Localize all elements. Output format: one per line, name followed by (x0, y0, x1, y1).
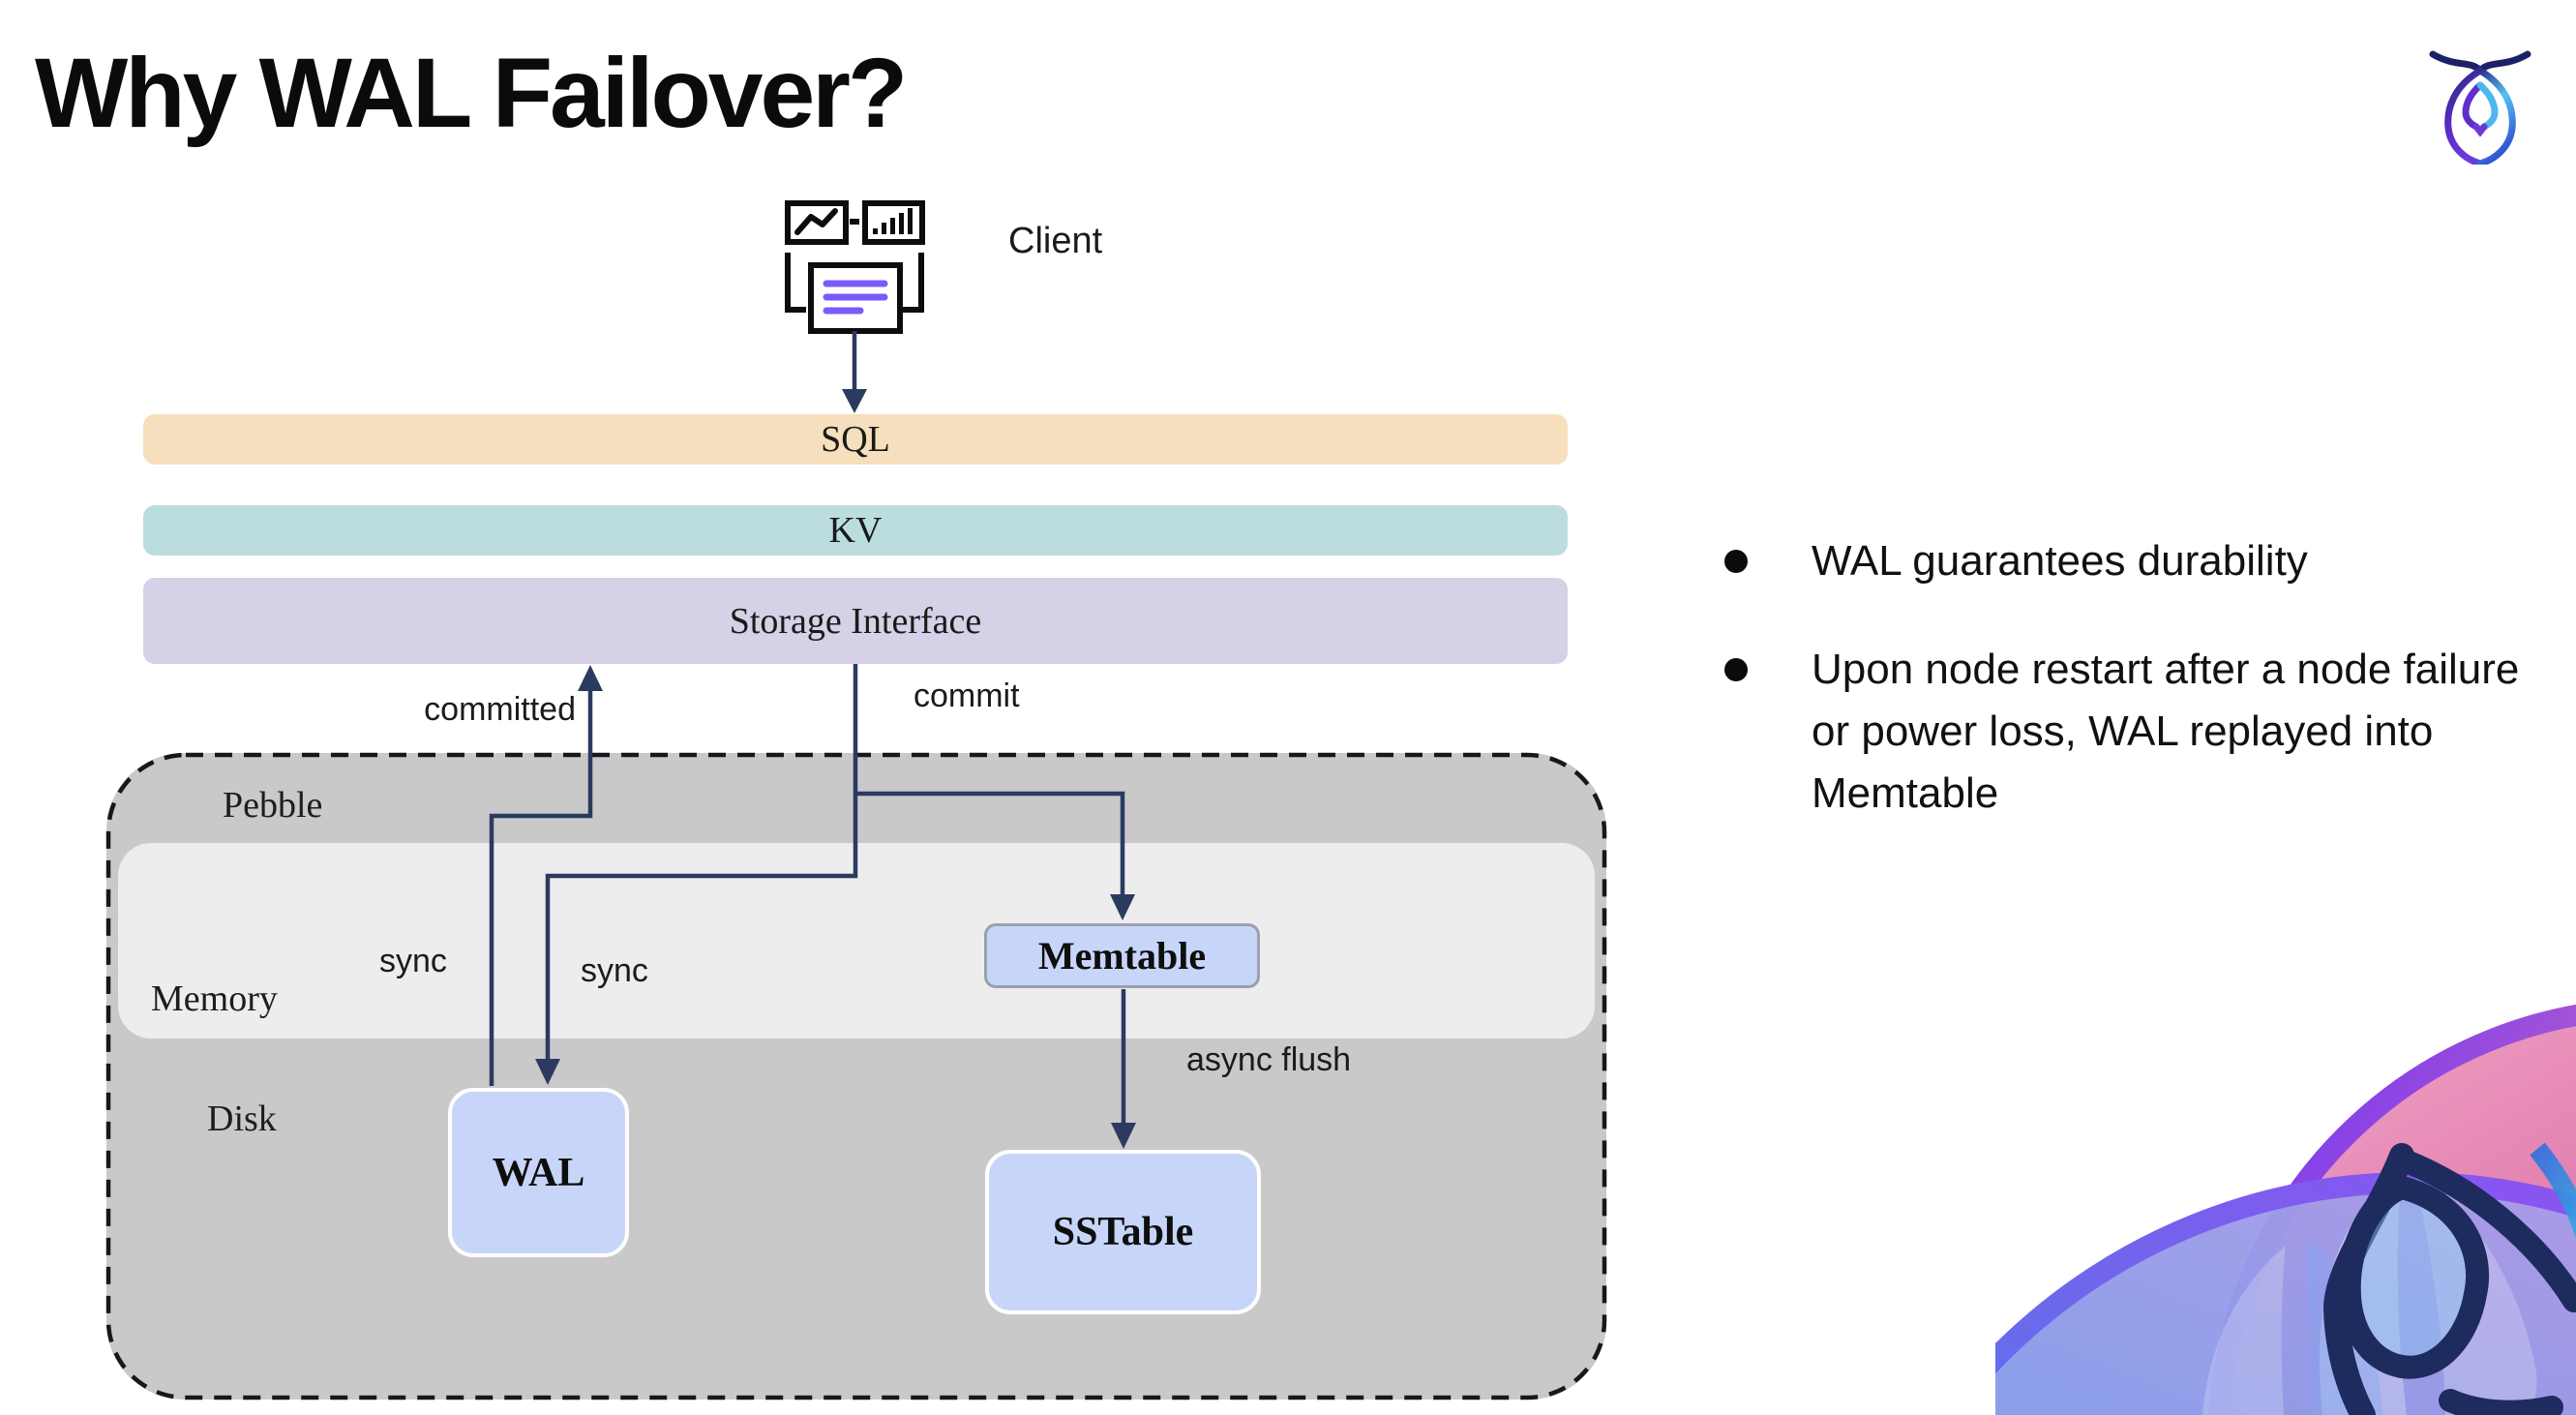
node-sstable: SSTable (985, 1150, 1261, 1314)
layer-bar-storage-interface: Storage Interface (143, 578, 1568, 664)
layer-storage-interface-label: Storage Interface (729, 600, 982, 642)
node-memtable: Memtable (984, 923, 1260, 988)
client-devices-icon (774, 187, 934, 342)
client-label: Client (1008, 221, 1103, 261)
memory-label: Memory (151, 978, 278, 1019)
layer-sql-label: SQL (821, 419, 890, 460)
memtable-label: Memtable (1037, 934, 1207, 978)
edge-label-sync-wal-path: sync (581, 952, 648, 989)
edge-label-committed: committed (424, 691, 576, 728)
layer-bar-sql: SQL (143, 414, 1568, 465)
arrowhead-client-to-sql (842, 389, 867, 413)
sstable-label: SSTable (1052, 1210, 1194, 1254)
arrowhead-committed-to-storage (578, 665, 603, 691)
bullet-dot-icon (1724, 550, 1748, 573)
edge-label-async-flush: async flush (1186, 1041, 1352, 1078)
node-wal: WAL (448, 1088, 629, 1257)
bullet-item: Upon node restart after a node failure o… (1697, 639, 2549, 825)
bullet-text: WAL guarantees durability (1812, 537, 2308, 585)
bullet-dot-icon (1724, 658, 1748, 681)
cockroach-brand-flourish-graphic (1995, 960, 2576, 1415)
edge-label-commit: commit (914, 677, 1020, 714)
layer-bar-kv: KV (143, 505, 1568, 556)
disk-label: Disk (207, 1099, 277, 1139)
page-title: Why WAL Failover? (35, 38, 908, 148)
bullet-text: Upon node restart after a node failure o… (1812, 646, 2520, 817)
bullet-list: WAL guarantees durability Upon node rest… (1697, 530, 2549, 825)
wal-label: WAL (492, 1150, 585, 1195)
pebble-label: Pebble (223, 785, 323, 826)
edge-label-sync-committed-path: sync (379, 943, 447, 979)
layer-kv-label: KV (828, 510, 883, 551)
memory-region (118, 843, 1595, 1039)
bullet-item: WAL guarantees durability (1697, 530, 2549, 592)
cockroachdb-logo-icon (2429, 43, 2531, 165)
